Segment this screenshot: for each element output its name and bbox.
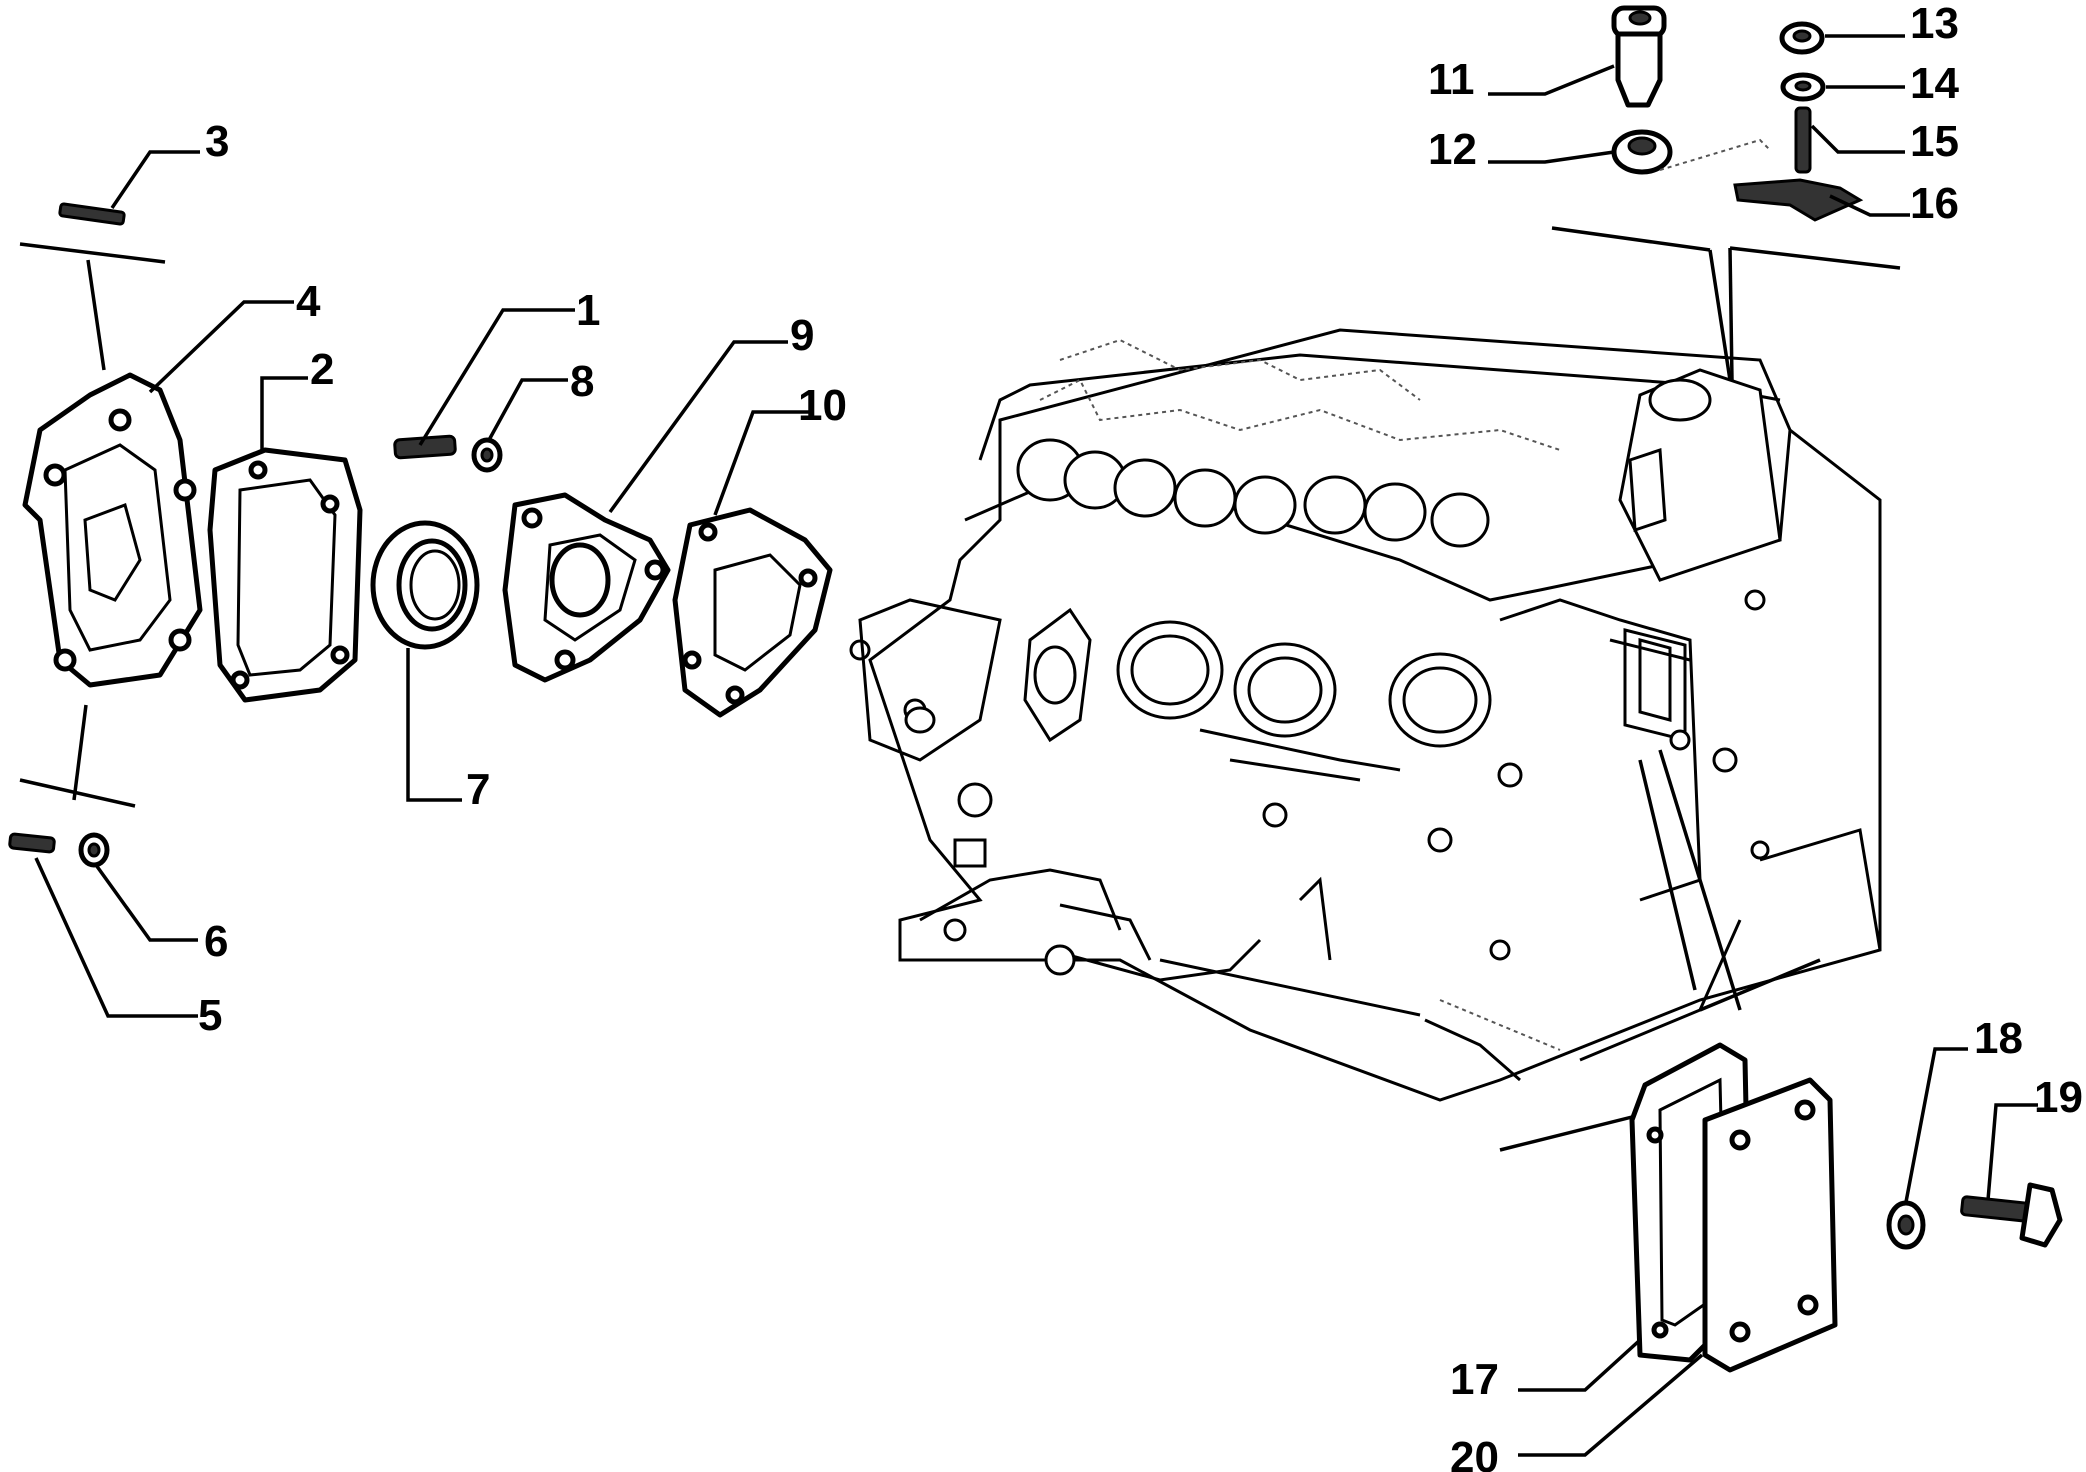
callout-11: 11	[1428, 55, 1475, 104]
part-10-gasket	[672, 507, 833, 718]
part-9-pump-body	[502, 492, 671, 683]
callout-13: 13	[1910, 0, 1959, 48]
callout-12: 12	[1428, 125, 1477, 174]
part-11-plug	[1611, 5, 1667, 108]
callout-numbers: 1 2 3 4 5 6 7 8 9 10 11 12 13 14 15 16 1…	[198, 0, 2083, 1472]
part-7-seal	[370, 520, 480, 650]
callout-1: 1	[576, 286, 600, 335]
part-12-washer	[1611, 129, 1673, 175]
part-13-nut	[1779, 21, 1825, 55]
callout-2: 2	[310, 345, 334, 394]
callout-7: 7	[466, 765, 490, 814]
callout-16: 16	[1910, 179, 1959, 228]
part-3-stud	[58, 202, 126, 226]
part-14-washer	[1780, 72, 1826, 102]
part-15-stud	[1794, 106, 1812, 174]
callout-19: 19	[2034, 1073, 2083, 1122]
callout-20: 20	[1450, 1433, 1499, 1472]
part-5-stud	[8, 832, 56, 854]
callout-5: 5	[198, 991, 222, 1040]
part-18-washer	[1886, 1200, 1926, 1250]
callout-8: 8	[570, 357, 594, 406]
part-16-bracket	[1733, 178, 1864, 222]
part-19-bolt	[1960, 1182, 2063, 1248]
part-8-nut	[471, 437, 503, 473]
callout-9: 9	[790, 311, 814, 360]
part-20-cover-plate	[1702, 1077, 1838, 1373]
leader-lines	[34, 34, 2038, 1457]
head-ports	[1016, 438, 1490, 548]
part-6-nut	[78, 832, 110, 868]
callout-17: 17	[1450, 1355, 1499, 1404]
callout-3: 3	[205, 117, 229, 166]
cylinder-bores	[1023, 607, 1492, 748]
callout-15: 15	[1910, 117, 1959, 166]
callout-10: 10	[798, 381, 847, 430]
callout-6: 6	[204, 917, 228, 966]
part-2-gasket	[207, 447, 363, 703]
part-4-cover	[22, 372, 203, 688]
callout-18: 18	[1974, 1014, 2023, 1063]
callout-14: 14	[1910, 59, 1959, 108]
callout-4: 4	[296, 277, 321, 326]
engine-block	[849, 328, 1882, 1102]
